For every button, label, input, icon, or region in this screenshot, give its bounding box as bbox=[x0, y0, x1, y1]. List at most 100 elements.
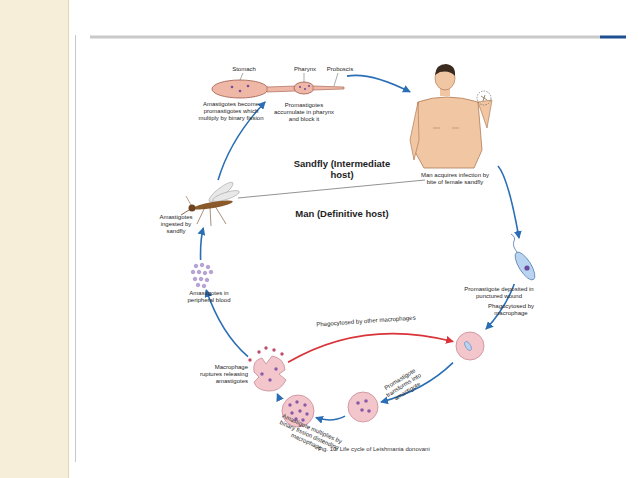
amastigote bbox=[194, 264, 198, 268]
stage-box: Amastigote multiplies by binary fission … bbox=[282, 395, 314, 427]
amastigote bbox=[295, 400, 298, 403]
parasite-dot bbox=[231, 86, 234, 89]
leader-line bbox=[334, 73, 338, 86]
amastigote bbox=[209, 270, 213, 274]
stage-caption: Promastigote transforms into amastigote bbox=[374, 361, 435, 410]
amastigote bbox=[303, 403, 306, 406]
hair bbox=[435, 64, 455, 76]
arrow-label: Phagocytosed by other macrophages bbox=[306, 314, 426, 330]
torso bbox=[414, 97, 482, 168]
amastigote bbox=[290, 411, 293, 414]
part-label: Stomach bbox=[224, 66, 264, 73]
gut-tube bbox=[267, 86, 296, 92]
stage-caption: Amastigotes ingested by sandfly bbox=[152, 214, 200, 236]
amastigote bbox=[199, 277, 203, 281]
parasite-dot bbox=[247, 85, 250, 88]
amastigote bbox=[257, 350, 260, 353]
amastigote bbox=[367, 409, 371, 413]
amastigote bbox=[274, 367, 277, 370]
part-label: Pharynx bbox=[288, 66, 322, 73]
fly-body bbox=[193, 199, 233, 212]
promastigote-body bbox=[511, 249, 538, 282]
cycle-arrow bbox=[316, 416, 345, 420]
fly-leg bbox=[210, 207, 211, 226]
figure-caption: Fig. 10: Life cycle of Leishmania donova… bbox=[318, 446, 430, 453]
pharynx-shape bbox=[294, 82, 314, 94]
flagellum bbox=[511, 234, 517, 252]
sandfly-mini bbox=[481, 95, 487, 101]
stage-caption: Amastigotes in peripheral blood bbox=[180, 290, 238, 304]
parasite-dot bbox=[304, 88, 306, 90]
stage-box: Macrophage ruptures releasing amastigote… bbox=[250, 356, 286, 392]
cycle-arrow bbox=[288, 334, 453, 363]
amastigote bbox=[305, 412, 308, 415]
cycle-arrow bbox=[277, 394, 280, 398]
top-rule-accent bbox=[600, 36, 626, 39]
sandfly-gut bbox=[212, 73, 344, 98]
stage-caption: Macrophage ruptures releasing amastigote… bbox=[192, 364, 248, 386]
nucleus bbox=[524, 265, 529, 270]
host-label: Sandfly (Intermediate host) bbox=[292, 158, 392, 181]
amastigote bbox=[248, 358, 251, 361]
macrophage-cell bbox=[456, 332, 484, 360]
amastigote bbox=[205, 278, 209, 282]
frame-line bbox=[75, 35, 76, 462]
amastigote bbox=[197, 270, 201, 274]
amastigote bbox=[268, 378, 271, 381]
side-strip bbox=[0, 0, 68, 478]
stage-box: Phagocytosed by macrophage bbox=[455, 331, 485, 361]
host-label: Man (Definitive host) bbox=[282, 208, 402, 219]
stage-box: Amastigotes ingested by sandfly bbox=[182, 182, 240, 226]
leader-line bbox=[240, 73, 243, 80]
stage-box: Promastigote deposited in punctured woun… bbox=[503, 240, 543, 282]
fly-leg bbox=[197, 207, 205, 224]
amastigote bbox=[193, 277, 197, 281]
amastigote bbox=[260, 372, 263, 375]
top-rule bbox=[90, 36, 600, 39]
cycle-arrow bbox=[347, 75, 410, 92]
fly-head bbox=[189, 205, 196, 212]
stage-box: Promastigote transforms into amastigote bbox=[347, 391, 379, 423]
amastigote bbox=[356, 401, 360, 405]
amastigote bbox=[280, 352, 283, 355]
amastigote bbox=[298, 409, 301, 412]
amastigote bbox=[364, 399, 368, 403]
parasite-dot bbox=[308, 85, 310, 87]
amastigote bbox=[191, 270, 195, 274]
leader-line bbox=[304, 73, 305, 82]
fly-leg bbox=[215, 206, 226, 224]
chest-mark bbox=[452, 128, 459, 129]
cycle-arrow bbox=[201, 228, 204, 260]
proboscis-shape bbox=[313, 86, 344, 90]
arm bbox=[478, 100, 492, 128]
macrophage-cell bbox=[254, 356, 286, 391]
stage-caption: Man acquires infection by bite of female… bbox=[418, 172, 492, 186]
parasite-dot bbox=[299, 86, 301, 88]
stage-box: Amastigotes in peripheral blood bbox=[188, 262, 214, 288]
stomach-shape bbox=[212, 80, 268, 98]
fly-antenna bbox=[186, 196, 191, 205]
arm bbox=[410, 102, 419, 160]
amastigote bbox=[206, 265, 210, 269]
macrophage bbox=[348, 392, 378, 422]
chest-mark bbox=[433, 128, 440, 129]
amastigote bbox=[272, 348, 275, 351]
amastigote bbox=[196, 283, 200, 287]
engulfed-parasite bbox=[463, 340, 472, 351]
stage-caption: Promastigote deposited in punctured woun… bbox=[457, 286, 541, 300]
amastigote bbox=[200, 263, 204, 267]
amastigote bbox=[288, 403, 291, 406]
man-figure bbox=[410, 64, 492, 168]
amastigote bbox=[202, 284, 206, 288]
divider-line bbox=[238, 180, 425, 198]
ruptured-macrophage bbox=[248, 346, 286, 391]
macrophage bbox=[456, 332, 484, 360]
part-label: Proboscis bbox=[320, 66, 360, 73]
stage-box: Man acquires infection by bite of female… bbox=[412, 60, 496, 168]
stage-caption: Phagocytosed by macrophage bbox=[485, 303, 537, 317]
bite-site bbox=[477, 91, 491, 105]
amastigote bbox=[360, 408, 364, 412]
